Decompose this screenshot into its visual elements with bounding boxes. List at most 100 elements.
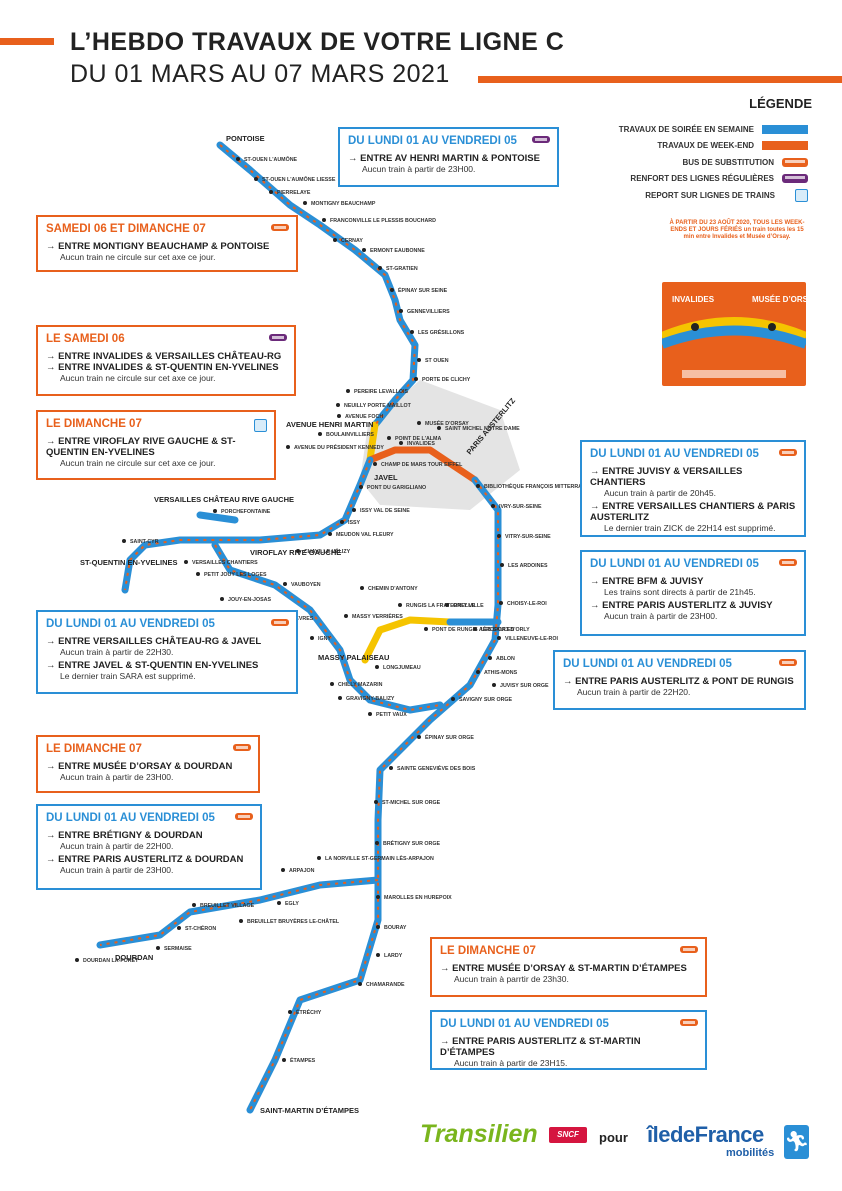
station-dot [476, 670, 480, 674]
box-heading: DU LUNDI 01 AU VENDREDI 05 [590, 558, 759, 570]
box-heading: DU LUNDI 01 AU VENDREDI 05 [46, 812, 215, 824]
info-box-orsay-stmartin: LE DIMANCHE 07→ ENTRE MUSÉE D’ORSAY & ST… [430, 937, 707, 997]
station-dot [338, 696, 342, 700]
station-dot [122, 539, 126, 543]
idf-mobilites: mobilités [726, 1147, 775, 1159]
notice-yellow-track [660, 317, 808, 342]
arrow-right-icon: → [440, 1036, 450, 1047]
station-dot [282, 1058, 286, 1062]
info-box-versailles-javel: DU LUNDI 01 AU VENDREDI 05→ ENTRE VERSAI… [36, 610, 298, 694]
legend-label: RENFORT DES LIGNES RÉGULIÈRES [630, 174, 774, 184]
orange-line-swatch [762, 141, 808, 151]
box-heading: DU LUNDI 01 AU VENDREDI 05 [440, 1018, 609, 1030]
station-dot [499, 601, 503, 605]
box-detail: Le dernier train ZICK de 22H14 est suppr… [604, 523, 776, 533]
station-dot [473, 627, 477, 631]
orange-bus-icon [271, 224, 289, 231]
orange-bus-icon [233, 744, 251, 751]
legend: TRAVAUX DE SOIRÉE EN SEMAINE TRAVAUX DE … [568, 121, 808, 204]
box-entry: → ENTRE VIROFLAY RIVE GAUCHE & ST-QUENTI… [46, 436, 266, 458]
notice-orsay: MUSÉE D’ORSAY [752, 295, 806, 304]
box-entry: → ENTRE MONTIGNY BEAUCHAMP & PONTOISE [46, 241, 288, 252]
station-label: SAVIGNY SUR ORGE [459, 697, 513, 703]
box-entry-text: ENTRE JUVISY & VERSAILLES CHANTIERS [590, 466, 743, 488]
info-box-austerlitz-stmartin: DU LUNDI 01 AU VENDREDI 05→ ENTRE PARIS … [430, 1010, 707, 1070]
box-entry: → ENTRE MUSÉE D’ORSAY & DOURDAN [46, 761, 250, 772]
station-dot [378, 266, 382, 270]
legend-title: LÉGENDE [749, 96, 812, 111]
blue-line-swatch [762, 124, 808, 134]
arrow-right-icon: → [46, 636, 56, 647]
station-dot [239, 919, 243, 923]
station-dot [476, 484, 480, 488]
info-box-invalides-samedi: LE SAMEDI 06→ ENTRE INVALIDES & VERSAILL… [36, 325, 296, 396]
station-label: ATHIS-MONS [484, 670, 518, 676]
station-dot [346, 389, 350, 393]
station-dot [336, 403, 340, 407]
box-entry-text: ENTRE VERSAILLES CHANTIERS & PARIS AUSTE… [590, 501, 796, 523]
box-detail: Aucun train à partir de 22H30. [60, 647, 174, 657]
station-dot [497, 636, 501, 640]
station-label: CHAMARANDE [366, 982, 405, 988]
purple-bus-icon [532, 136, 550, 143]
station-dot [410, 330, 414, 334]
station-dot [399, 309, 403, 313]
purple-bus-icon [782, 174, 808, 184]
station-dot [390, 288, 394, 292]
station-label: BIÈVRES [290, 614, 314, 622]
arrow-right-icon: → [46, 351, 56, 362]
box-entry: → ENTRE VERSAILLES CHANTIERS & PARIS AUS… [590, 501, 796, 523]
box-entry-text: ENTRE PARIS AUSTERLITZ & PONT DE RUNGIS [575, 676, 794, 687]
station-dot [376, 925, 380, 929]
arrow-right-icon: → [590, 466, 600, 477]
station-dot [330, 682, 334, 686]
station-dot [75, 958, 79, 962]
station-dot [451, 697, 455, 701]
box-entry-text: ENTRE INVALIDES & VERSAILLES CHÂTEAU-RG [58, 351, 282, 362]
box-heading: DU LUNDI 01 AU VENDREDI 05 [590, 448, 759, 460]
station-dot [340, 520, 344, 524]
station-label: MASSY VERRIÈRES [352, 612, 403, 620]
station-dot [277, 901, 281, 905]
station-dot [417, 358, 421, 362]
station-label: JUVISY SUR ORGE [500, 683, 549, 689]
station-label: PORTE DE CLICHY [422, 377, 471, 383]
station-dot [317, 856, 321, 860]
station-pontoise: PONTOISE [226, 134, 265, 143]
orange-bus-icon [779, 659, 797, 666]
station-label: ST OUEN [425, 358, 449, 364]
box-detail: Aucun train à partir de 23H00. [60, 865, 174, 875]
idf-logo: îledeFrance [647, 1122, 764, 1147]
station-dot [283, 582, 287, 586]
station-label: CHOISY-LE-ROI [507, 601, 547, 607]
info-box-austerlitz-rungis: DU LUNDI 01 AU VENDREDI 05→ ENTRE PARIS … [553, 650, 806, 710]
info-box-montigny-pontoise: SAMEDI 06 ET DIMANCHE 07→ ENTRE MONTIGNY… [36, 215, 298, 272]
station-dot [424, 627, 428, 631]
box-detail: Les trains sont directs à partir de 21h4… [604, 587, 756, 597]
box-entry: → ENTRE BFM & JUVISY [590, 576, 796, 587]
station-label: SAINT-CYR [130, 539, 159, 545]
station-dot [399, 441, 403, 445]
legend-item: REPORT SUR LIGNES DE TRAINS [568, 187, 808, 204]
station-dot [286, 445, 290, 449]
box-detail: Aucun train à partir de 23H15. [454, 1058, 568, 1068]
line-central-yellow [366, 421, 379, 464]
orange-bus-icon [782, 157, 808, 167]
station-label: PONT DU GARIGLIANO [367, 485, 426, 491]
box-detail: Aucun train à partir de 23H00. [362, 164, 476, 174]
box-detail: Aucun train à parrtir de 23h30. [454, 974, 569, 984]
station-label: LES SAULES [481, 627, 515, 633]
box-detail: Le dernier train SARA est supprimé. [60, 671, 196, 681]
transilien-logo: Transilien [420, 1120, 538, 1148]
arrow-right-icon: → [440, 963, 450, 974]
station-dot [156, 946, 160, 950]
box-heading: DU LUNDI 01 AU VENDREDI 05 [563, 658, 732, 670]
line-austerlitz-south [246, 476, 502, 1114]
notice-invalides: INVALIDES [672, 295, 715, 304]
header-rule-right [478, 76, 842, 83]
station-dot [359, 485, 363, 489]
station-dot [414, 377, 418, 381]
arrow-right-icon: → [590, 600, 600, 611]
station-dot [310, 636, 314, 640]
